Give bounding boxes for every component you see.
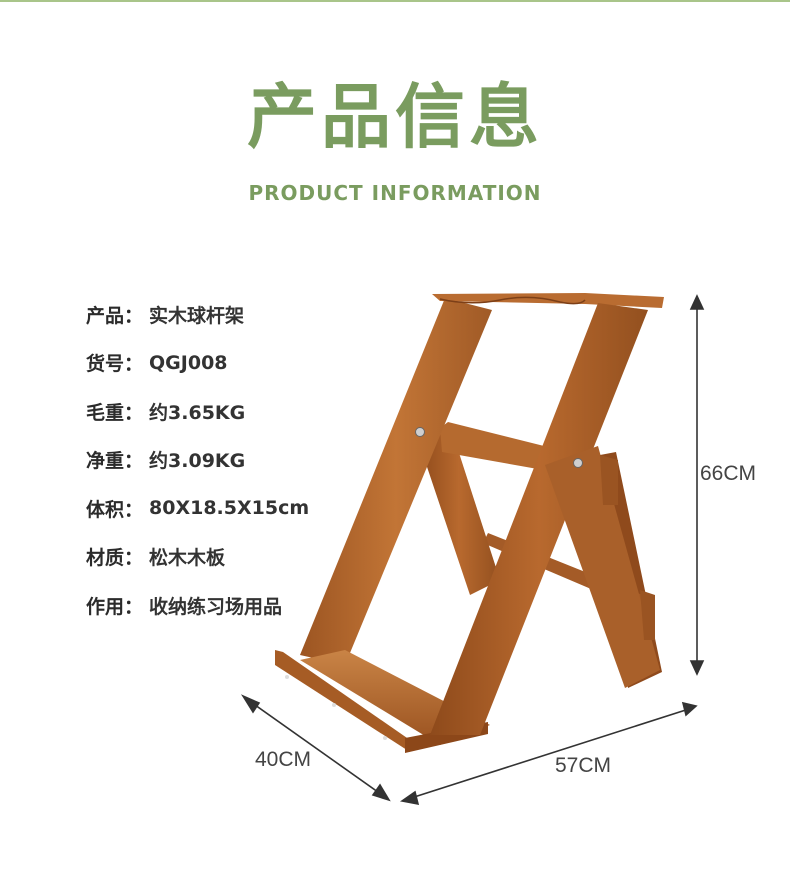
- width-dimension-line: [399, 701, 698, 806]
- spec-label: 货号: [86, 353, 125, 376]
- spec-value: 收纳练习场用品: [149, 595, 283, 618]
- spec-row-usage: 作用：收纳练习场用品: [86, 581, 309, 630]
- width-dimension-label: 57CM: [555, 754, 612, 777]
- spec-separator: ：: [124, 498, 144, 521]
- spec-row-volume: 体积：80X18.5X15cm: [86, 484, 309, 533]
- screw: [285, 675, 289, 679]
- spec-label: 材质: [86, 547, 125, 570]
- spec-label: 毛重: [86, 401, 125, 424]
- spec-separator: ：: [124, 304, 144, 327]
- page-subtitle: PRODUCT INFORMATION: [248, 181, 542, 205]
- front-right-leg: [545, 446, 660, 688]
- spec-row-gross-weight: 毛重：约3.65KG: [86, 387, 309, 436]
- spec-separator: ：: [124, 450, 144, 473]
- spec-value: 实木球杆架: [149, 304, 245, 327]
- spec-separator: ：: [124, 547, 144, 570]
- base-tray-front: [275, 650, 410, 752]
- spec-list: 产品：实木球杆架 货号：QGJ008 毛重：约3.65KG 净重：约3.09KG…: [86, 290, 309, 630]
- right-upright: [430, 303, 648, 735]
- spec-value: 松木木板: [149, 547, 226, 570]
- spec-row-material: 材质：松木木板: [86, 533, 309, 582]
- page-title: 产品信息: [247, 76, 543, 158]
- top-divider: [0, 0, 790, 2]
- left-upright: [300, 298, 492, 665]
- spec-label: 作用: [86, 595, 125, 618]
- bolt-right: [573, 458, 583, 468]
- spec-label: 净重: [86, 450, 125, 473]
- diagonal-leg-left: [418, 425, 500, 595]
- depth-dimension-label: 40CM: [255, 748, 312, 771]
- spec-value: 约3.65KG: [149, 401, 246, 424]
- spec-separator: ：: [124, 595, 144, 618]
- height-dimension-line: [689, 294, 705, 676]
- side-block-upper: [600, 455, 618, 505]
- spec-separator: ：: [124, 401, 144, 424]
- spec-value: 约3.09KG: [149, 450, 246, 473]
- top-board-edge: [439, 296, 586, 305]
- screw: [332, 703, 336, 707]
- spec-label: 产品: [86, 304, 125, 327]
- spec-value: QGJ008: [149, 351, 228, 374]
- spec-row-product: 产品：实木球杆架: [86, 290, 309, 339]
- spec-value: 80X18.5X15cm: [149, 497, 310, 520]
- bolt-left: [415, 427, 425, 437]
- height-dimension-label: 66CM: [700, 462, 757, 485]
- spec-row-item-number: 货号：QGJ008: [86, 339, 309, 388]
- spec-row-net-weight: 净重：约3.09KG: [86, 436, 309, 485]
- spec-separator: ：: [124, 353, 144, 376]
- spec-label: 体积: [86, 498, 125, 521]
- depth-dimension-line: [240, 694, 391, 802]
- screw: [383, 736, 387, 740]
- side-block-lower: [640, 590, 655, 640]
